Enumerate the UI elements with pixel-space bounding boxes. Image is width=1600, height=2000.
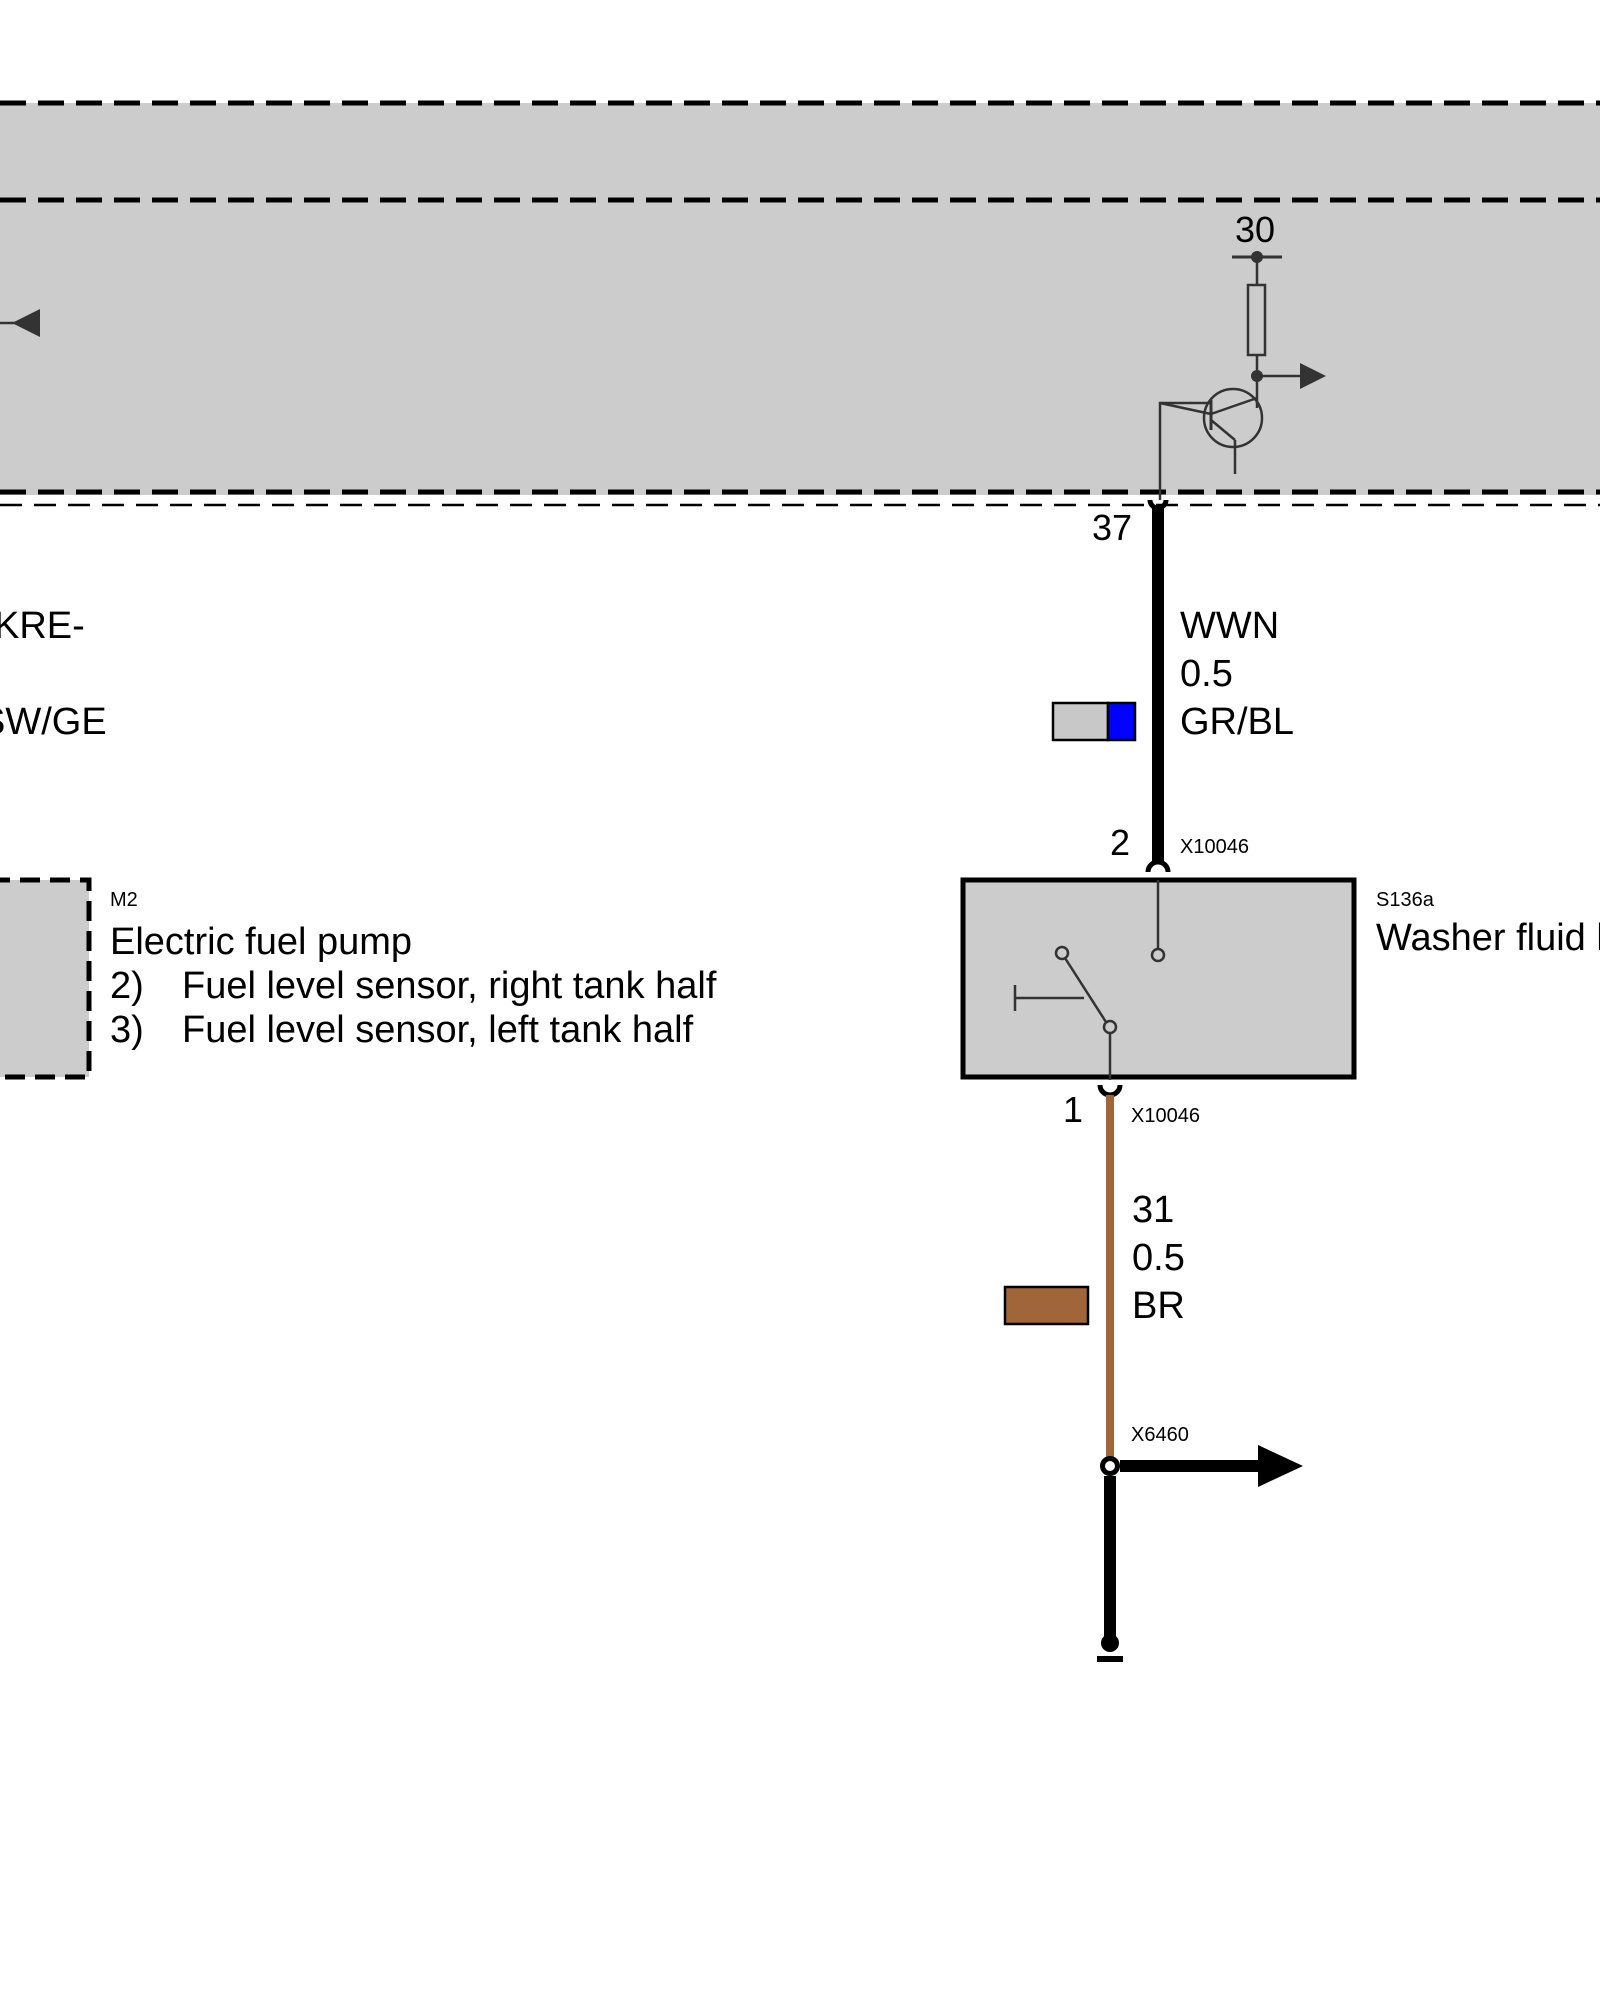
fuel-sensor-right-num: 2) xyxy=(110,965,144,1007)
wire-color-swatch-gray xyxy=(1051,701,1110,742)
transistor-base-lead xyxy=(1158,401,1211,500)
wire-31-circuit: 31 xyxy=(1132,1189,1174,1231)
fuel-sensor-left-text: Fuel level sensor, left tank half xyxy=(182,1009,694,1051)
left-partial-label-1: KRE- xyxy=(0,605,85,647)
transistor-emitter xyxy=(1210,419,1236,441)
switch-contact-tip xyxy=(1054,945,1070,961)
wire-color-swatch-brown xyxy=(1003,1285,1090,1326)
output-arrow-icon xyxy=(1300,363,1326,389)
transistor-collector xyxy=(1210,396,1258,416)
switch-id: S136a xyxy=(1376,889,1435,911)
splice-node-inner xyxy=(1105,1461,1115,1471)
control-module-box xyxy=(0,103,1600,495)
terminal-30-label: 30 xyxy=(1235,209,1275,250)
fuel-pump-id: M2 xyxy=(110,889,138,911)
left-arrow-icon xyxy=(12,309,40,337)
switch-pin-1-label: 1 xyxy=(1063,1089,1083,1130)
pin-37-connector xyxy=(1147,499,1169,511)
switch-pin-1-connector xyxy=(1097,1084,1123,1098)
wire-wwn-color: GR/BL xyxy=(1180,701,1294,743)
wire-color-swatch-blue xyxy=(1106,701,1137,742)
fuel-pump-box xyxy=(0,877,92,1080)
fuel-sensor-left-num: 3) xyxy=(110,1009,144,1051)
wire-wwn-circuit: WWN xyxy=(1180,605,1279,647)
switch-lever-icon xyxy=(1063,957,1108,1023)
fuel-pump-title: Electric fuel pump xyxy=(110,921,412,963)
ground-dot xyxy=(1101,1634,1119,1652)
switch-connector-bottom: X10046 xyxy=(1131,1105,1200,1127)
splice-arrow-icon xyxy=(1258,1445,1303,1487)
pin-37-label: 37 xyxy=(1092,507,1132,548)
wire-31-color: BR xyxy=(1132,1285,1185,1327)
switch-contact-fixed xyxy=(1150,947,1166,963)
transistor-icon xyxy=(1202,387,1264,449)
switch-pin-2-connector xyxy=(1145,859,1171,873)
splice-id: X6460 xyxy=(1131,1424,1189,1446)
switch-box xyxy=(960,877,1357,1080)
wire-wwn-size: 0.5 xyxy=(1180,653,1233,695)
switch-name: Washer fluid l xyxy=(1376,917,1600,959)
fuel-sensor-right-text: Fuel level sensor, right tank half xyxy=(182,965,717,1007)
switch-connector-top: X10046 xyxy=(1180,836,1249,858)
switch-pin-2-label: 2 xyxy=(1110,822,1130,863)
transistor-base-lead-h xyxy=(1159,401,1212,416)
wire-31-size: 0.5 xyxy=(1132,1237,1185,1279)
left-partial-label-2: SW/GE xyxy=(0,701,107,743)
